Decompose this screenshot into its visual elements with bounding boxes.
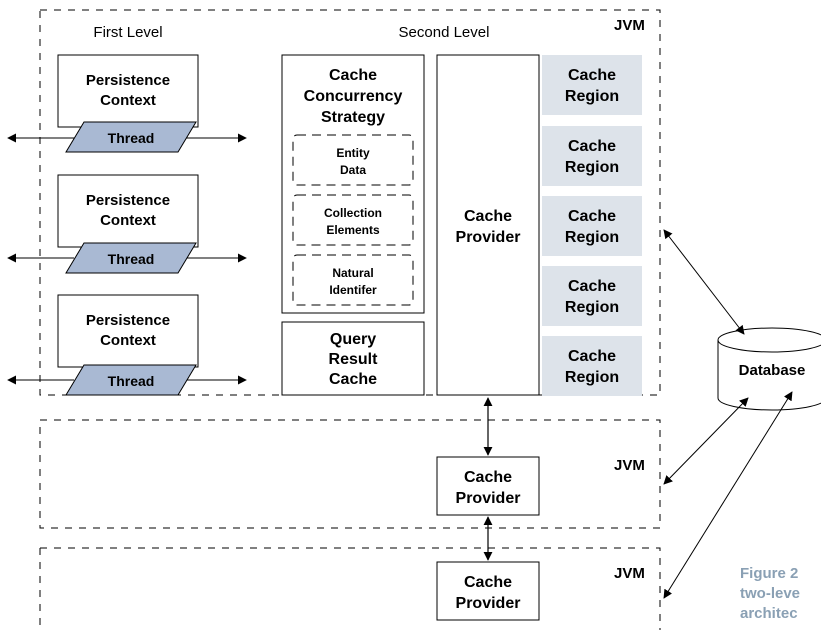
query-cache-label: Query xyxy=(330,331,376,348)
figure-caption-line: two-leve xyxy=(740,585,800,602)
cache-region-label: Region xyxy=(565,229,619,246)
db-link-arrow-1 xyxy=(663,229,745,335)
remote-cache-provider-2: Cache Provider xyxy=(436,561,540,621)
cache-region-label: Region xyxy=(565,369,619,386)
strategy-label: Cache xyxy=(329,67,377,84)
cache-region-label: Cache xyxy=(568,138,616,155)
second-level-label: Second Level xyxy=(399,24,490,41)
strategy-label: Strategy xyxy=(321,109,385,126)
remote-cache-provider-1: Cache Provider xyxy=(436,456,540,516)
cache-region-label: Region xyxy=(565,159,619,176)
cache-provider-label: Provider xyxy=(456,490,521,507)
entity-data-label: Entity xyxy=(336,146,370,160)
thread-label: Thread xyxy=(108,130,155,146)
figure-caption-line: architec xyxy=(740,605,798,622)
cache-region-label: Cache xyxy=(568,67,616,84)
database-label: Database xyxy=(739,362,806,379)
cache-provider-label: Provider xyxy=(456,229,521,246)
thread-3: Thread xyxy=(65,364,197,396)
jvm-label-3: JVM xyxy=(614,565,645,582)
persistence-context-3: Persistence Context xyxy=(57,294,199,368)
thread-1: Thread xyxy=(65,121,197,153)
cache-provider-label: Cache xyxy=(464,574,512,591)
cache-region-label: Cache xyxy=(568,278,616,295)
strategy-label: Concurrency xyxy=(304,88,403,105)
cache-region-3: Cache Region xyxy=(542,196,642,256)
cache-region-1: Cache Region xyxy=(542,55,642,115)
figure-caption-line: Figure 2 xyxy=(740,565,798,582)
cache-provider-label: Cache xyxy=(464,208,512,225)
jvm-boundary-3 xyxy=(39,547,661,630)
natural-identifier: Natural Identifer xyxy=(292,254,414,306)
cache-provider-label: Provider xyxy=(456,595,521,612)
persistence-context-label: Persistence xyxy=(86,192,170,209)
thread-label: Thread xyxy=(108,373,155,389)
query-cache-label: Cache xyxy=(329,371,377,388)
thread-label: Thread xyxy=(108,251,155,267)
jvm-label-1: JVM xyxy=(614,17,645,34)
collection-elements: Collection Elements xyxy=(292,194,414,246)
cache-region-2: Cache Region xyxy=(542,126,642,186)
first-level-label: First Level xyxy=(93,24,162,41)
jvm-label-2: JVM xyxy=(614,457,645,474)
persistence-context-2: Persistence Context xyxy=(57,174,199,248)
persistence-context-label: Context xyxy=(100,92,156,109)
cache-provider: Cache Provider xyxy=(436,54,540,396)
db-link-arrow-3 xyxy=(663,391,793,599)
persistence-context-label: Persistence xyxy=(86,312,170,329)
cache-region-5: Cache Region xyxy=(542,336,642,396)
cache-region-label: Region xyxy=(565,299,619,316)
collection-elements-label: Elements xyxy=(326,223,380,237)
jvm-boundary-1 xyxy=(39,9,661,396)
collection-elements-label: Collection xyxy=(324,206,382,220)
cache-region-4: Cache Region xyxy=(542,266,642,326)
persistence-context-label: Context xyxy=(100,212,156,229)
cache-region-label: Region xyxy=(565,88,619,105)
jvm-boundary-2 xyxy=(39,419,661,529)
natural-identifier-label: Identifer xyxy=(329,283,377,297)
natural-identifier-label: Natural xyxy=(332,266,373,280)
persistence-context-1: Persistence Context xyxy=(57,54,199,128)
cache-region-label: Cache xyxy=(568,348,616,365)
entity-data: Entity Data xyxy=(292,134,414,186)
thread-2: Thread xyxy=(65,242,197,274)
cache-region-label: Cache xyxy=(568,208,616,225)
database: Database xyxy=(717,327,821,411)
entity-data-label: Data xyxy=(340,163,366,177)
persistence-context-label: Context xyxy=(100,332,156,349)
query-cache-label: Result xyxy=(329,351,379,368)
cache-provider-label: Cache xyxy=(464,469,512,486)
persistence-context-label: Persistence xyxy=(86,72,170,89)
query-result-cache: Query Result Cache xyxy=(281,321,425,396)
db-link-arrow-2 xyxy=(663,397,749,485)
